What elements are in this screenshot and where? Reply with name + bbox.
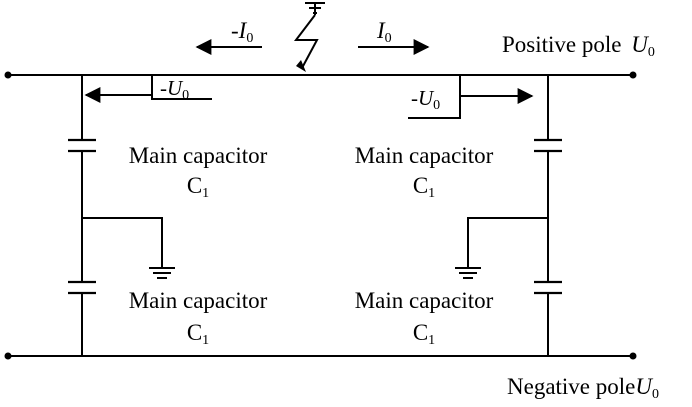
capacitor-label-bottom-left: Main capacitor C1 <box>129 288 268 348</box>
svg-text:C1: C1 <box>187 320 209 348</box>
svg-text:C1: C1 <box>187 173 209 201</box>
negative-bus-terminal-left <box>4 352 12 360</box>
capacitor-label-bottom-right: Main capacitor C1 <box>355 288 494 348</box>
current-left-symbol: I <box>238 18 248 43</box>
current-left-subscript: 0 <box>246 31 253 46</box>
svg-text:C1: C1 <box>413 173 435 201</box>
current-right-symbol: I <box>376 18 386 43</box>
voltage-right-symbol: U <box>418 86 435 110</box>
left-branch <box>68 75 175 356</box>
svg-text:C1: C1 <box>413 320 435 348</box>
capacitor-label-top-right: Main capacitor C1 <box>355 143 494 201</box>
voltage-left-symbol: U <box>167 76 184 100</box>
capacitor-label-top-left: Main capacitor C1 <box>129 143 268 201</box>
svg-text:I0: I0 <box>376 18 392 46</box>
ground-icon <box>149 267 175 279</box>
negative-pole-label: Negative poleU0 <box>507 374 659 402</box>
right-branch <box>455 75 562 356</box>
svg-text:Main capacitor: Main capacitor <box>129 288 268 313</box>
svg-text:-I0: -I0 <box>231 18 253 46</box>
fault-lightning-icon <box>293 2 325 72</box>
svg-text:-U0: -U0 <box>160 76 189 103</box>
svg-text:Main capacitor: Main capacitor <box>129 143 268 168</box>
voltage-left-subscript: 0 <box>182 88 189 103</box>
svg-text:Main capacitor: Main capacitor <box>355 143 494 168</box>
voltage-right-subscript: 0 <box>433 98 440 113</box>
positive-pole-label: Positive pole U0 <box>502 32 655 60</box>
negative-bus-terminal-right <box>629 352 637 360</box>
positive-bus-terminal-left <box>4 71 12 79</box>
voltage-right-prefix: - <box>411 86 418 110</box>
svg-text:Main capacitor: Main capacitor <box>355 288 494 313</box>
ground-icon <box>455 267 481 279</box>
positive-bus-terminal-right <box>629 71 637 79</box>
voltage-box-left: -U0 <box>84 75 212 103</box>
current-right-subscript: 0 <box>385 31 392 46</box>
svg-text:-U0: -U0 <box>411 86 440 113</box>
voltage-left-prefix: - <box>160 76 167 100</box>
voltage-box-right: -U0 <box>408 75 534 119</box>
current-left-prefix: - <box>231 18 239 43</box>
